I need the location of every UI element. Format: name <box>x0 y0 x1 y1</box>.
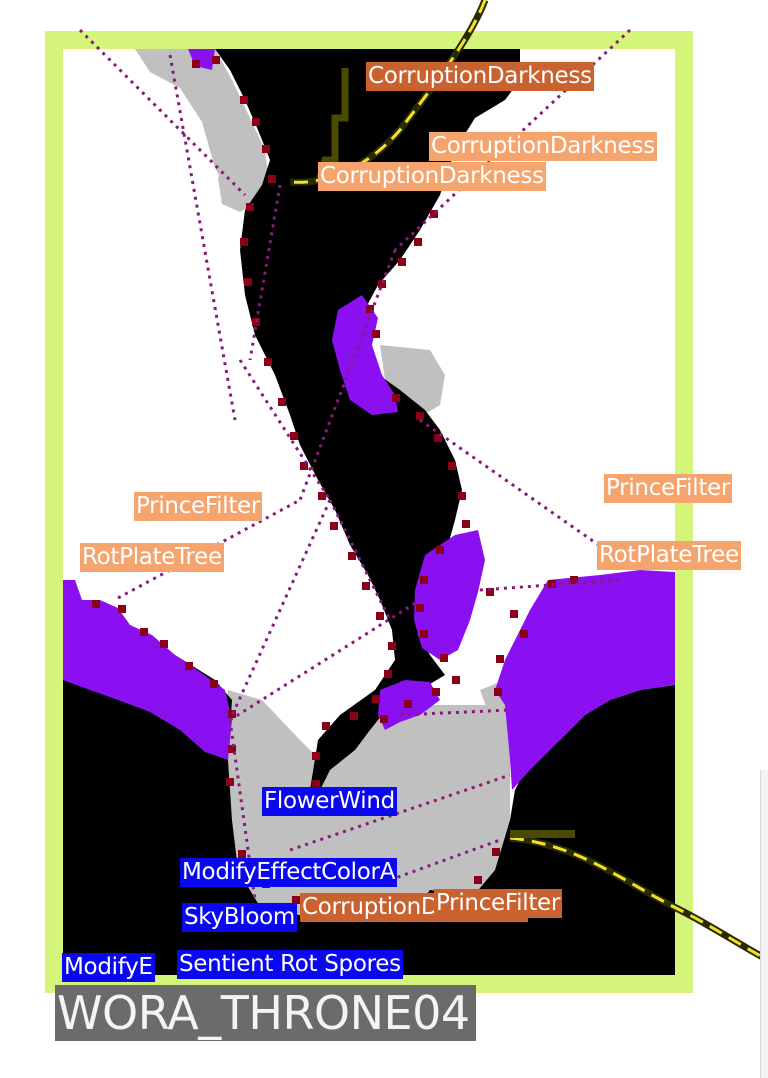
label-prince-filter[interactable]: PrinceFilter <box>604 474 733 503</box>
edge-markers <box>92 56 578 904</box>
label-rot-plate-tree[interactable]: RotPlateTree <box>80 543 224 572</box>
label-sky-bloom[interactable]: SkyBloom <box>182 903 298 932</box>
label-flower-wind[interactable]: FlowerWind <box>262 787 397 816</box>
room-name-label: WORA_THRONE04 <box>55 985 476 1041</box>
label-sentient-rot-spores[interactable]: Sentient Rot Spores <box>177 950 403 979</box>
label-modify-effect-color[interactable]: ModifyEffectColorA <box>180 858 398 887</box>
label-modify-effect[interactable]: ModifyE <box>62 953 155 982</box>
label-prince-filter[interactable]: PrinceFilter <box>134 492 263 521</box>
label-corruption-darkness[interactable]: CorruptionDarkness <box>366 62 594 91</box>
label-prince-filter[interactable]: PrinceFilter <box>434 889 563 918</box>
adjacent-panel-edge <box>760 770 768 1078</box>
label-rot-plate-tree[interactable]: RotPlateTree <box>597 541 741 570</box>
label-corruption-darkness[interactable]: CorruptionDarkness <box>318 162 546 191</box>
label-corruption-darkness[interactable]: CorruptionDarkness <box>429 132 657 161</box>
